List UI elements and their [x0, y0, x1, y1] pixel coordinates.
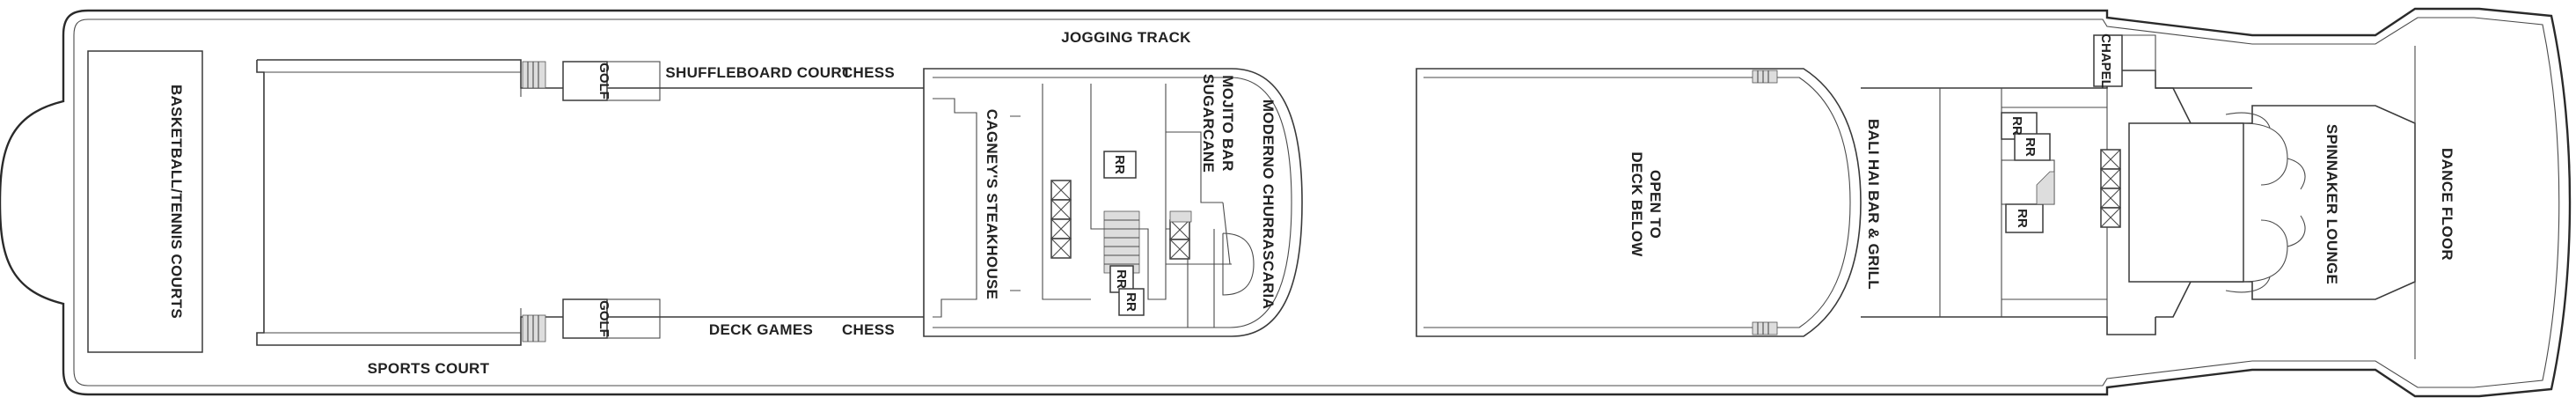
label-restroom-1: RR — [1112, 155, 1127, 174]
label-dance-floor: DANCE FLOOR — [2439, 148, 2455, 261]
label-basketball-courts: BASKETBALL/TENNIS COURTS — [168, 85, 185, 319]
elevator-block-right — [1169, 219, 1190, 260]
label-spinnaker-lounge: SPINNAKER LOUNGE — [2324, 124, 2340, 284]
label-sports-court: SPORTS COURT — [368, 360, 490, 377]
restroom-box-1 — [1103, 151, 1137, 179]
label-deck-below: DECK BELOW — [1628, 151, 1645, 257]
label-restroom-4: RR — [2009, 116, 2024, 136]
stairs-small — [1169, 210, 1192, 223]
label-open-to: OPEN TO — [1647, 170, 1664, 239]
label-chess-lower: CHESS — [842, 321, 895, 338]
chapel-box — [2093, 34, 2123, 87]
restroom-box-3 — [1118, 288, 1145, 316]
atrium-outline — [1416, 68, 1862, 337]
stairs-center — [1103, 210, 1140, 274]
label-sugarcane: SUGARCANE — [1200, 74, 1217, 173]
restaurant-block-outline — [923, 68, 1303, 337]
label-restroom-2: RR — [1114, 269, 1129, 289]
label-moderno-churrascaria: MODERNO CHURRASCARIA — [1260, 99, 1277, 309]
basketball-court-area — [87, 50, 203, 353]
stairs-fwd-lower — [522, 314, 546, 342]
label-shuffleboard-court: SHUFFLEBOARD COURT — [665, 64, 852, 81]
deck-corridor — [660, 87, 924, 318]
label-mojito-bar: MOJITO BAR — [1219, 75, 1236, 171]
restaurant-block-inner — [933, 77, 1292, 328]
lounge-curves — [2225, 112, 2306, 293]
label-golf-lower: GOLF — [596, 300, 611, 337]
label-bali-hai-bar-grill: BALI HAI BAR & GRILL — [1865, 119, 1882, 290]
atrium-inner — [1423, 77, 1851, 328]
label-restroom-5: RR — [2023, 137, 2038, 157]
label-cagneys-steakhouse: CAGNEY'S STEAKHOUSE — [984, 109, 1000, 300]
mojito-pointer — [1222, 202, 1231, 265]
mojito-bar-counter — [1222, 232, 1255, 296]
restroom-cluster — [2001, 112, 2055, 233]
label-jogging-track: JOGGING TRACK — [1061, 29, 1191, 46]
label-chess-upper: CHESS — [842, 64, 895, 81]
label-golf-upper: GOLF — [596, 63, 611, 99]
elevator-block-left — [1050, 180, 1072, 259]
sports-court-inner — [264, 71, 522, 334]
label-restroom-6: RR — [2015, 209, 2030, 228]
golf-box-upper — [562, 61, 608, 101]
label-deck-games: DECK GAMES — [709, 321, 813, 338]
label-chapel: CHAPEL — [2098, 33, 2113, 88]
hull-inner-line — [73, 17, 2560, 388]
elevator-block-aft — [2100, 149, 2121, 228]
stairs-atrium-lower — [1752, 321, 1778, 335]
chapel-annex — [2122, 34, 2156, 88]
golf-area-outline — [606, 61, 661, 101]
lounge-bar-box — [2128, 122, 2244, 283]
golf-box-lower — [562, 298, 608, 339]
stairs-atrium-upper — [1752, 70, 1778, 84]
stairs-fwd-upper — [522, 61, 546, 89]
golf-area-outline-lower — [606, 298, 661, 339]
cagneys-walls — [933, 84, 1091, 318]
label-restroom-3: RR — [1123, 292, 1138, 312]
